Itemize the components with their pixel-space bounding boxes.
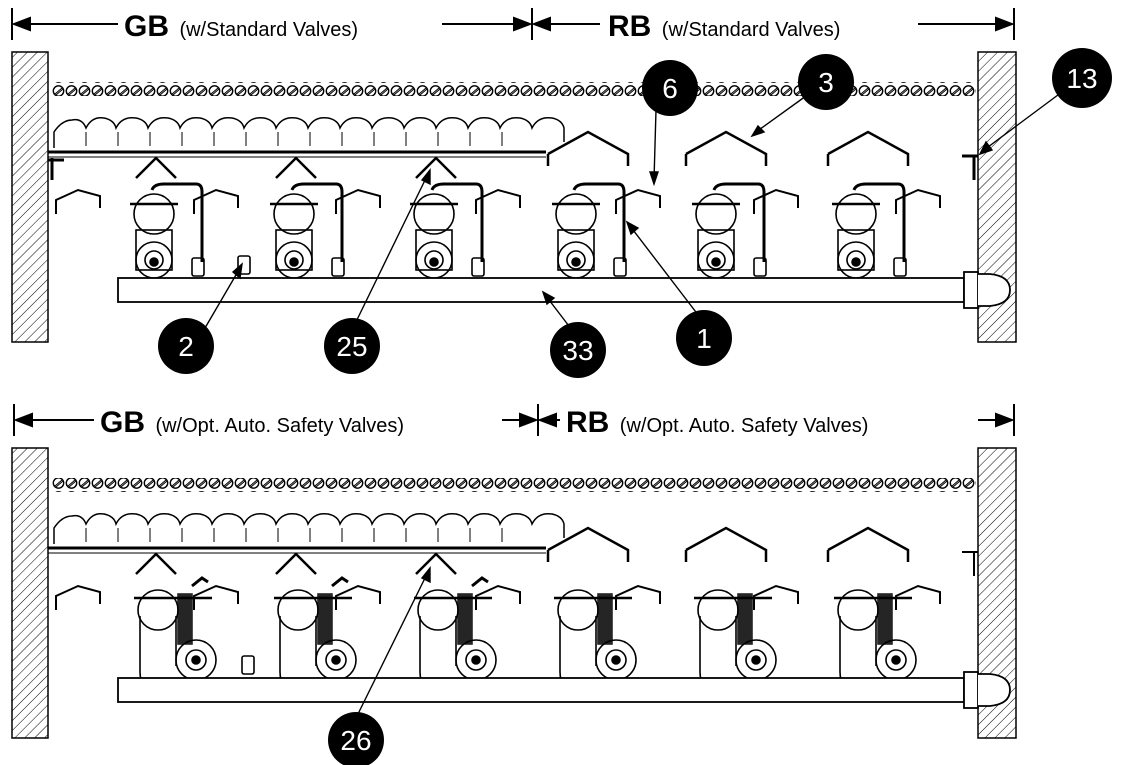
bottom-leaders <box>355 566 431 719</box>
radiant-row <box>52 82 976 96</box>
burner-hoods-bottom <box>55 584 941 610</box>
top-left-header-desc: (w/Standard Valves) <box>179 19 358 41</box>
bottom-manifold <box>117 671 1011 709</box>
top-panel: GB (w/Standard Valves) RB (w/Standard Va… <box>11 8 1112 378</box>
lava-rock-bed-bottom <box>53 512 565 544</box>
callout-13: 13 <box>1052 48 1112 108</box>
bottom-left-header-desc: (w/Opt. Auto. Safety Valves) <box>155 415 404 437</box>
top-right-header: RB (w/Standard Valves) <box>608 10 840 43</box>
burner-hoods <box>55 188 941 214</box>
left-wall <box>11 51 49 343</box>
gb-deflectors <box>135 156 457 179</box>
top-left-header: GB (w/Standard Valves) <box>124 10 358 43</box>
callout-26: 26 <box>328 712 384 765</box>
lava-rock-bed <box>53 116 565 148</box>
auto-safety-valves <box>134 576 917 691</box>
top-dimension-line <box>11 8 1015 40</box>
bottom-dimension-line <box>13 404 1015 436</box>
svg-text:33: 33 <box>562 335 593 366</box>
radiant-row-bottom <box>52 478 976 492</box>
callout-33: 33 <box>550 322 606 378</box>
top-leaders <box>204 85 1071 331</box>
top-right-header-code: RB <box>608 10 651 43</box>
svg-text:13: 13 <box>1066 63 1097 94</box>
bottom-right-header-code: RB <box>566 406 609 439</box>
bottom-left-header-code: GB <box>100 406 145 439</box>
rb-radiants-bottom <box>546 526 910 562</box>
svg-text:26: 26 <box>340 725 371 756</box>
top-manifold <box>117 271 1011 309</box>
bottom-panel: GB (w/Opt. Auto. Safety Valves) RB (w/Op… <box>11 404 1017 765</box>
callout-3: 3 <box>798 54 854 110</box>
standard-valves <box>130 182 907 279</box>
svg-text:3: 3 <box>818 67 834 98</box>
rb-radiants <box>546 130 910 166</box>
top-right-header-desc: (w/Standard Valves) <box>662 19 841 41</box>
svg-text:1: 1 <box>696 323 712 354</box>
callout-25: 25 <box>324 318 380 374</box>
callout-6: 6 <box>642 60 698 116</box>
bottom-right-header: RB (w/Opt. Auto. Safety Valves) <box>566 406 868 439</box>
bottom-left-header: GB (w/Opt. Auto. Safety Valves) <box>100 406 404 439</box>
callout-1: 1 <box>676 310 732 366</box>
top-left-header-code: GB <box>124 10 169 43</box>
svg-text:25: 25 <box>336 331 367 362</box>
svg-text:6: 6 <box>662 73 678 104</box>
left-wall-bottom <box>11 447 49 739</box>
callout-2: 2 <box>158 318 214 374</box>
svg-text:2: 2 <box>178 331 194 362</box>
bottom-right-header-desc: (w/Opt. Auto. Safety Valves) <box>620 415 869 437</box>
